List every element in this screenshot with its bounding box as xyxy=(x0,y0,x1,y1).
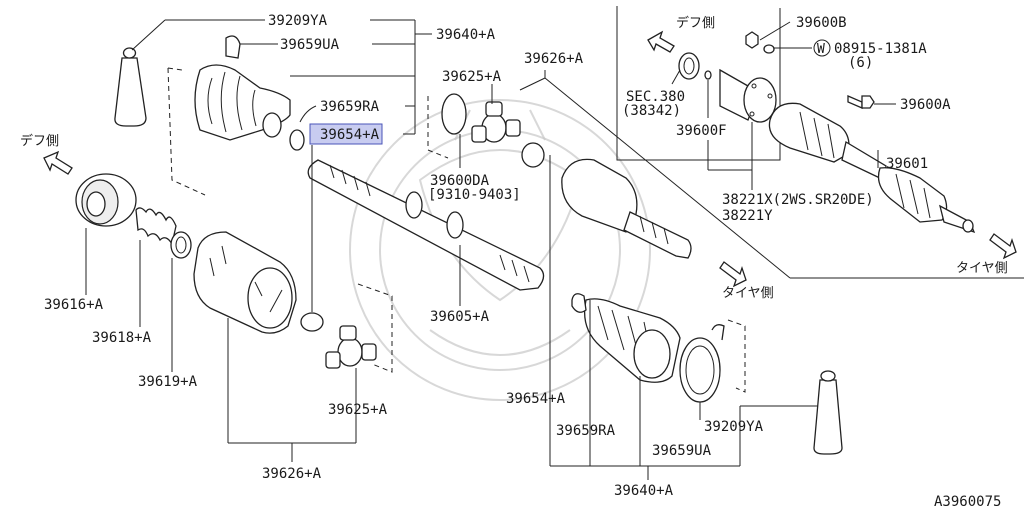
arrow-tire-right-icon xyxy=(989,233,1017,260)
leader-lines xyxy=(85,19,1024,480)
label-39659RA-top[interactable]: 39659RA xyxy=(320,99,380,115)
arrow-diff-top-icon xyxy=(647,30,675,53)
label-39625A-bottom[interactable]: 39625+A xyxy=(328,402,388,418)
label-38221X[interactable]: 38221X(2WS.SR20DE) xyxy=(722,192,874,208)
label-39619A[interactable]: 39619+A xyxy=(138,374,198,390)
o-ring-left xyxy=(300,312,324,332)
label-sec380[interactable]: SEC.380 xyxy=(626,89,685,105)
label-39654A-bottom[interactable]: 39654+A xyxy=(506,391,566,407)
label-08915[interactable]: 08915-1381A xyxy=(834,41,927,57)
highlight-39654 xyxy=(309,123,383,145)
frame-line xyxy=(616,6,781,161)
boot-bottom xyxy=(583,298,681,383)
dust-cover-39616 xyxy=(75,173,137,227)
label-39659UA-top[interactable]: 39659UA xyxy=(280,37,340,53)
label-39640A-top[interactable]: 39640+A xyxy=(436,27,496,43)
oil-seal-sec380 xyxy=(678,52,700,80)
grease-tube-top xyxy=(114,19,166,127)
label-39600A[interactable]: 39600A xyxy=(900,97,951,113)
outer-housing-39626-right xyxy=(561,158,692,259)
label-39600B[interactable]: 39600B xyxy=(796,15,847,31)
spring-39618 xyxy=(135,207,177,246)
grease-tube-bottom xyxy=(813,370,843,455)
label-39625A-top[interactable]: 39625+A xyxy=(442,69,502,85)
label-sec380-sub: (38342) xyxy=(622,103,681,119)
label-39626A-bottom[interactable]: 39626+A xyxy=(262,466,322,482)
diagram-id: A3960075 xyxy=(934,494,1001,510)
label-39659RA-bottom[interactable]: 39659RA xyxy=(556,423,616,439)
flange-joint xyxy=(719,68,777,123)
label-39209YA-bottom[interactable]: 39209YA xyxy=(704,419,764,435)
label-39600F[interactable]: 39600F xyxy=(676,123,727,139)
label-39654A-top[interactable]: 39654+A xyxy=(320,127,380,143)
label-39654-suffix: +A xyxy=(362,127,379,143)
half-shaft-39601 xyxy=(768,102,976,234)
label-39600DA-range: [9310-9403] xyxy=(428,187,521,203)
ring-39600F xyxy=(704,70,712,80)
label-tire-side-right: タイヤ側 xyxy=(956,261,1008,276)
boot-top xyxy=(194,64,291,141)
label-39626A-top[interactable]: 39626+A xyxy=(524,51,584,67)
label-39605A[interactable]: 39605+A xyxy=(430,309,490,325)
tripod-joint-bottom xyxy=(325,325,377,369)
bolt-39600A xyxy=(847,95,875,109)
o-ring-right xyxy=(521,142,545,168)
washer-08915 xyxy=(763,44,775,54)
clamp-band-bottom xyxy=(679,324,725,403)
outer-housing-39626-left xyxy=(193,231,297,334)
arrow-tire-mid-icon xyxy=(719,261,747,288)
ring-39619 xyxy=(170,231,192,259)
label-39616A[interactable]: 39616+A xyxy=(44,297,104,313)
tripod-joint-top xyxy=(471,101,521,143)
label-39654-code[interactable]: 39654 xyxy=(320,127,362,143)
snap-ring-39659RA-top xyxy=(289,105,317,151)
label-w-symbol: W xyxy=(817,42,825,57)
label-39640A-bottom[interactable]: 39640+A xyxy=(614,483,674,499)
w-circle-icon xyxy=(813,39,831,57)
label-08915-qty: (6) xyxy=(848,55,873,71)
boot-band-bottom xyxy=(571,293,587,313)
labels: 39209YA 39659UA 39640+A 39659RA 39654+A … xyxy=(20,13,1008,510)
label-tire-side-mid: タイヤ側 xyxy=(722,286,774,301)
label-39618A[interactable]: 39618+A xyxy=(92,330,152,346)
arrow-diff-left-icon xyxy=(43,150,73,175)
label-diff-side-top: デフ側 xyxy=(676,15,715,31)
snap-ring-39600DA xyxy=(427,93,467,159)
label-39659UA-bottom[interactable]: 39659UA xyxy=(652,443,712,459)
label-39600DA[interactable]: 39600DA xyxy=(430,173,490,189)
drive-shaft xyxy=(307,159,545,291)
label-38221Y[interactable]: 38221Y xyxy=(722,208,773,224)
label-39209YA-top[interactable]: 39209YA xyxy=(268,13,328,29)
bolt-39600B xyxy=(745,31,759,49)
label-diff-side-left: デフ側 xyxy=(20,133,59,149)
label-39601[interactable]: 39601 xyxy=(886,156,928,172)
boot-band-top xyxy=(225,35,270,59)
